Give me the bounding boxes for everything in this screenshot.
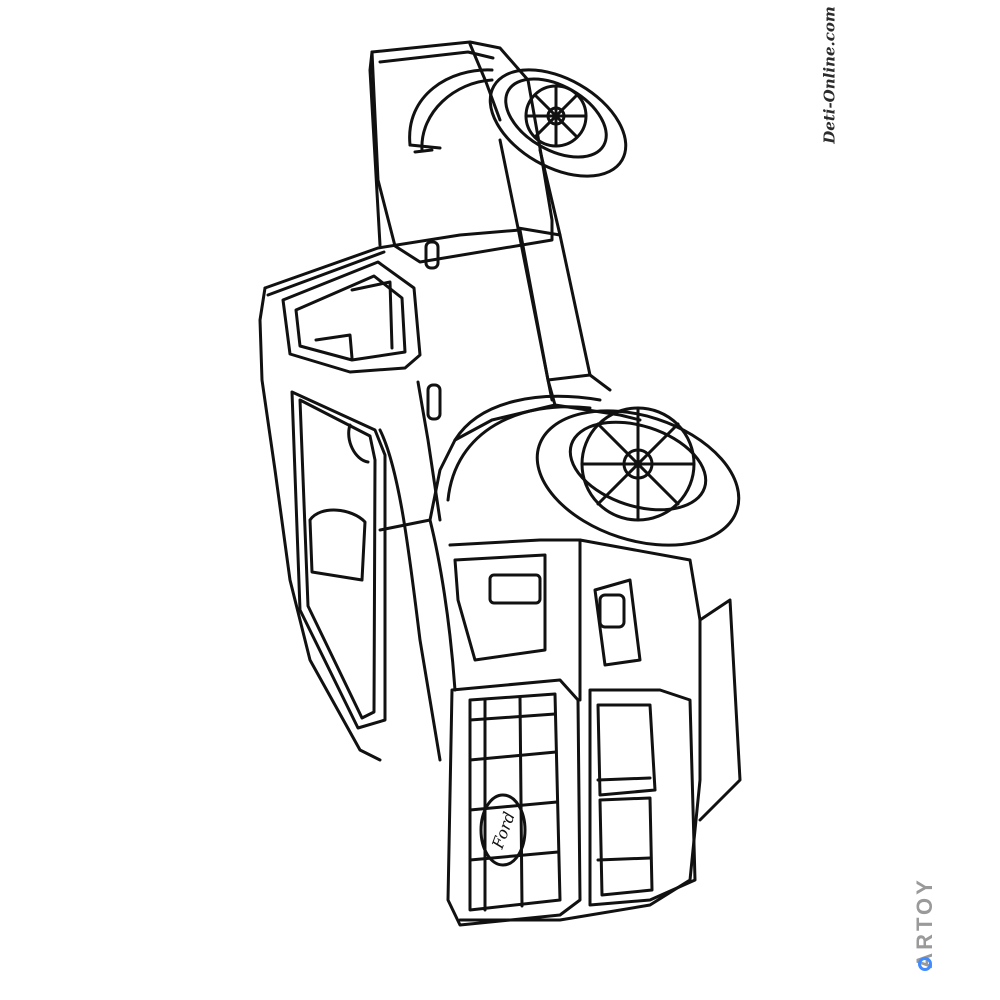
- rear-wheel-arch: [408, 68, 494, 154]
- rear-wheel: [488, 68, 628, 178]
- front-end: Ford: [446, 538, 742, 927]
- brand-watermark-text: ARTOY: [912, 876, 938, 969]
- headlight: [488, 573, 542, 605]
- ford-badge-text: Ford: [488, 809, 519, 852]
- rear-door-handle: [424, 240, 440, 270]
- brand-watermark-o-icon: [918, 957, 932, 971]
- fog-light: [598, 593, 626, 629]
- site-watermark-text: Deti-Online.com: [821, 6, 839, 144]
- front-door-handle: [426, 383, 442, 421]
- site-watermark: Deti-Online.com: [800, 6, 860, 143]
- ford-badge: [479, 793, 527, 867]
- front-fender: [428, 394, 642, 692]
- cab-body: [258, 228, 557, 762]
- side-step: [498, 138, 612, 402]
- grille: [446, 678, 582, 927]
- front-wheel: [535, 406, 741, 547]
